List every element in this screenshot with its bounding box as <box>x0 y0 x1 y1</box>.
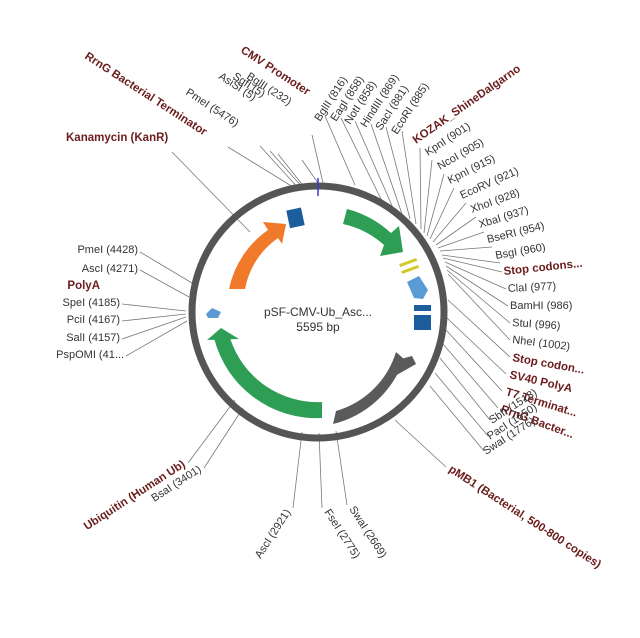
feature-pmb1-arc[interactable] <box>333 352 404 424</box>
label-spei-4185: SpeI (4185) <box>63 297 120 309</box>
feature-stop-codons-2-block[interactable] <box>414 305 431 311</box>
label-pmb1: pMB1 (Bacterial, 500-800 copies) <box>446 463 603 571</box>
feature-polya-arrow[interactable] <box>206 308 221 318</box>
feature-ubiquitin-arc[interactable] <box>214 338 322 419</box>
label-bsgi-960: BsgI (960) <box>494 241 546 262</box>
leader-lines <box>121 115 511 509</box>
label-polya: PolyA <box>67 280 100 292</box>
label-pmei-4428: PmeI (4428) <box>77 244 138 256</box>
label-stui-996: StuI (996) <box>512 317 561 332</box>
label-stop-codons-1: Stop codons... <box>503 258 583 278</box>
feature-stop-codons-1[interactable] <box>399 257 418 267</box>
feature-rrng-terminator-block[interactable] <box>286 207 305 229</box>
feature-kozak-arrow[interactable] <box>407 276 428 299</box>
feature-ubiquitin-arc-head[interactable] <box>207 328 239 340</box>
label-nhei-1002: NheI (1002) <box>512 334 571 353</box>
plasmid-size: 5595 bp <box>296 320 340 334</box>
feature-kanamycin-arrow[interactable] <box>229 222 286 289</box>
feature-sv40-polya-block[interactable] <box>414 315 431 330</box>
label-kanamycin: Kanamycin (KanR) <box>66 132 168 144</box>
label-ubiquitin: Ubiquitin (Human Ub) <box>82 458 188 533</box>
features <box>206 207 431 424</box>
feature-cmv-promoter-arrow[interactable] <box>343 209 403 256</box>
label-clai-977: ClaI (977) <box>508 280 557 295</box>
label-asci-4271: AscI (4271) <box>82 263 138 275</box>
label-psp-omi: PspOMI (41... <box>56 349 124 361</box>
feature-pmb1-arc-head[interactable] <box>395 356 416 376</box>
label-bamhi-986: BamHI (986) <box>510 300 572 312</box>
label-asci-2921: AscI (2921) <box>253 507 294 561</box>
label-pcii-4167: PciI (4167) <box>67 314 120 326</box>
label-sali-4157: SalI (4157) <box>66 332 120 344</box>
feature-stop-codons-1b[interactable] <box>401 264 420 274</box>
plasmid-name: pSF-CMV-Ub_Asc... <box>264 305 372 319</box>
